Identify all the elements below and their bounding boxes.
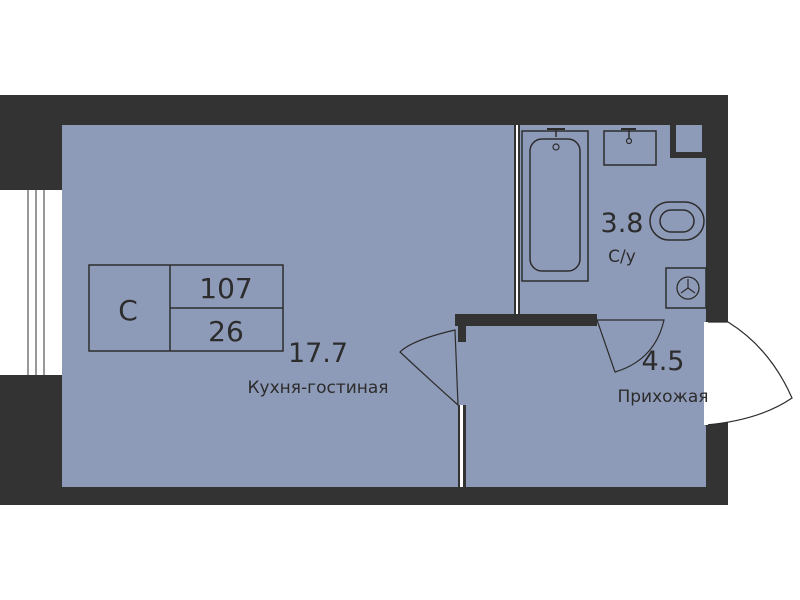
- hallway-name: Прихожая: [617, 387, 708, 407]
- toilet: [649, 201, 705, 241]
- entrance-door-swing[interactable]: [705, 321, 793, 426]
- bathroom-partition: [455, 125, 597, 326]
- sink: [603, 128, 657, 166]
- hallway-partition: [458, 326, 466, 487]
- floor-kitchen-living[interactable]: [62, 125, 514, 487]
- apartment-type-letter: С: [118, 294, 138, 327]
- bathtub: [521, 128, 589, 282]
- kitchen-living-name: Кухня-гостиная: [247, 378, 388, 398]
- kitchen-door-swing[interactable]: [399, 329, 459, 407]
- bathroom-area: 3.8: [601, 208, 644, 239]
- window: [0, 190, 62, 375]
- bathroom-door-swing[interactable]: [596, 319, 665, 373]
- utility-shaft: [670, 125, 706, 158]
- washing-machine: [665, 267, 707, 309]
- bathroom-name: С/у: [608, 247, 636, 267]
- apartment-floor: 26: [208, 315, 244, 348]
- floor-hallway[interactable]: [464, 320, 706, 487]
- kitchen-living-area: 17.7: [288, 338, 348, 369]
- hallway-area: 4.5: [642, 346, 685, 377]
- apartment-info-table: С 107 26: [88, 264, 284, 352]
- apartment-number: 107: [199, 272, 252, 305]
